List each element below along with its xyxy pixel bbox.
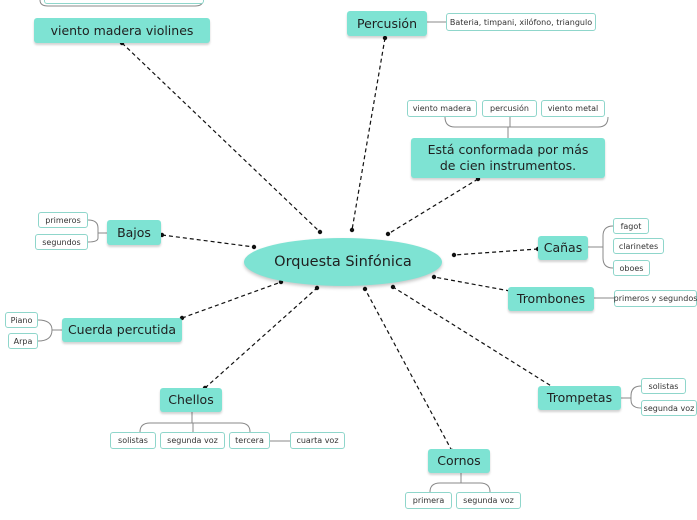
- leaf-label: solistas: [648, 381, 679, 391]
- bracket-chellos: [139, 412, 251, 433]
- topic-trombones-label: Trombones: [516, 291, 586, 307]
- bracket-canas: [588, 225, 614, 269]
- connector-cornos: [364, 288, 453, 452]
- central-topic[interactable]: Orquesta Sinfónica: [244, 238, 442, 286]
- leaf-label: solistas: [118, 436, 148, 445]
- topic-conformada[interactable]: Está conformada por más de cien instrume…: [411, 138, 605, 178]
- topic-chellos[interactable]: Chellos: [160, 388, 222, 412]
- leaf-label: Bateria, timpani, xilófono, triangulo: [449, 17, 593, 27]
- connector-cuerda: [181, 281, 282, 319]
- leaf-canas-0[interactable]: fagot: [613, 218, 649, 234]
- bracket-conformada: [444, 116, 609, 138]
- leaf-label: segunda voz: [463, 496, 514, 505]
- topic-cuerda-label: Cuerda percutida: [67, 322, 177, 338]
- leaf-label: viento metal: [547, 104, 599, 113]
- leaf-percusion-0[interactable]: Bateria, timpani, xilófono, triangulo: [446, 13, 596, 31]
- leaf-label: Piano: [10, 315, 33, 325]
- leaf-conformada-2[interactable]: viento metal: [541, 100, 605, 117]
- leaf-chellos-2[interactable]: tercera: [229, 432, 270, 449]
- leaf-cut-top: [44, 0, 204, 4]
- topic-chellos-label: Chellos: [168, 392, 214, 408]
- leaf-label: tercera: [235, 436, 264, 445]
- leaf-cuerda-0[interactable]: Piano: [5, 312, 38, 328]
- leaf-label: Arpa: [13, 336, 33, 346]
- topic-cornos[interactable]: Cornos: [428, 449, 490, 473]
- topic-cornos-label: Cornos: [437, 453, 481, 469]
- leaf-trompetas-0[interactable]: solistas: [641, 378, 686, 394]
- leaf-label: viento madera: [412, 104, 472, 113]
- leaf-label: clarinetes: [618, 241, 659, 251]
- bracket-bajos: [87, 219, 107, 243]
- topic-trombones[interactable]: Trombones: [508, 287, 594, 311]
- bracket-trompetas: [621, 385, 642, 409]
- topic-trompetas-label: Trompetas: [546, 390, 613, 406]
- leaf-conformada-1[interactable]: percusión: [482, 100, 537, 117]
- leaf-canas-2[interactable]: oboes: [613, 260, 650, 276]
- topic-bajos[interactable]: Bajos: [107, 220, 161, 245]
- leaf-chellos-0[interactable]: solistas: [110, 432, 156, 449]
- topic-viento[interactable]: viento madera violines: [34, 18, 210, 43]
- leaf-trompetas-1[interactable]: segunda voz: [641, 400, 697, 416]
- leaf-label: fagot: [620, 221, 642, 231]
- leaf-chellos-3[interactable]: cuarta voz: [290, 432, 345, 449]
- leaf-trombones-0[interactable]: primeros y segundos: [614, 290, 697, 307]
- leaf-canas-1[interactable]: clarinetes: [613, 238, 664, 254]
- bracket-cornos: [429, 473, 491, 493]
- bracket-cuerda: [37, 319, 62, 342]
- leaf-cuerda-1[interactable]: Arpa: [8, 333, 38, 349]
- leaf-chellos-1[interactable]: segunda voz: [160, 432, 225, 449]
- leaf-label: segundos: [42, 237, 81, 247]
- topic-viento-label: viento madera violines: [50, 22, 194, 38]
- leaf-label: primera: [412, 496, 445, 505]
- leaf-bajos-0[interactable]: primeros: [38, 212, 88, 228]
- connector-canas: [453, 248, 539, 256]
- topic-percusion[interactable]: Percusión: [347, 11, 427, 36]
- topic-cuerda[interactable]: Cuerda percutida: [62, 318, 182, 342]
- connector-trombones: [433, 276, 511, 292]
- leaf-label: segunda voz: [167, 436, 218, 445]
- leaf-cornos-1[interactable]: segunda voz: [456, 492, 521, 509]
- leaf-conformada-0[interactable]: viento madera: [407, 100, 477, 117]
- leaf-label: cuarta voz: [296, 436, 339, 445]
- leaf-label: segunda voz: [643, 403, 695, 413]
- connector-percusion: [351, 37, 386, 231]
- connector-bajos: [161, 234, 255, 248]
- topic-percusion-label: Percusión: [357, 15, 417, 31]
- connector-viento: [121, 42, 321, 233]
- leaf-bajos-1[interactable]: segundos: [35, 234, 88, 250]
- topic-trompetas[interactable]: Trompetas: [538, 386, 621, 410]
- leaf-label: oboes: [619, 263, 644, 273]
- leaf-cornos-0[interactable]: primera: [405, 492, 452, 509]
- central-topic-label: Orquesta Sinfónica: [274, 254, 412, 270]
- topic-bajos-label: Bajos: [117, 224, 151, 240]
- connector-conformada: [387, 178, 479, 235]
- topic-canas-label: Cañas: [543, 240, 583, 256]
- topic-canas[interactable]: Cañas: [538, 236, 588, 260]
- leaf-label: primeros y segundos: [613, 294, 697, 303]
- topic-conformada-label: Está conformada por más de cien instrume…: [427, 142, 589, 173]
- leaf-label: percusión: [490, 104, 529, 113]
- leaf-label: primeros: [45, 215, 81, 225]
